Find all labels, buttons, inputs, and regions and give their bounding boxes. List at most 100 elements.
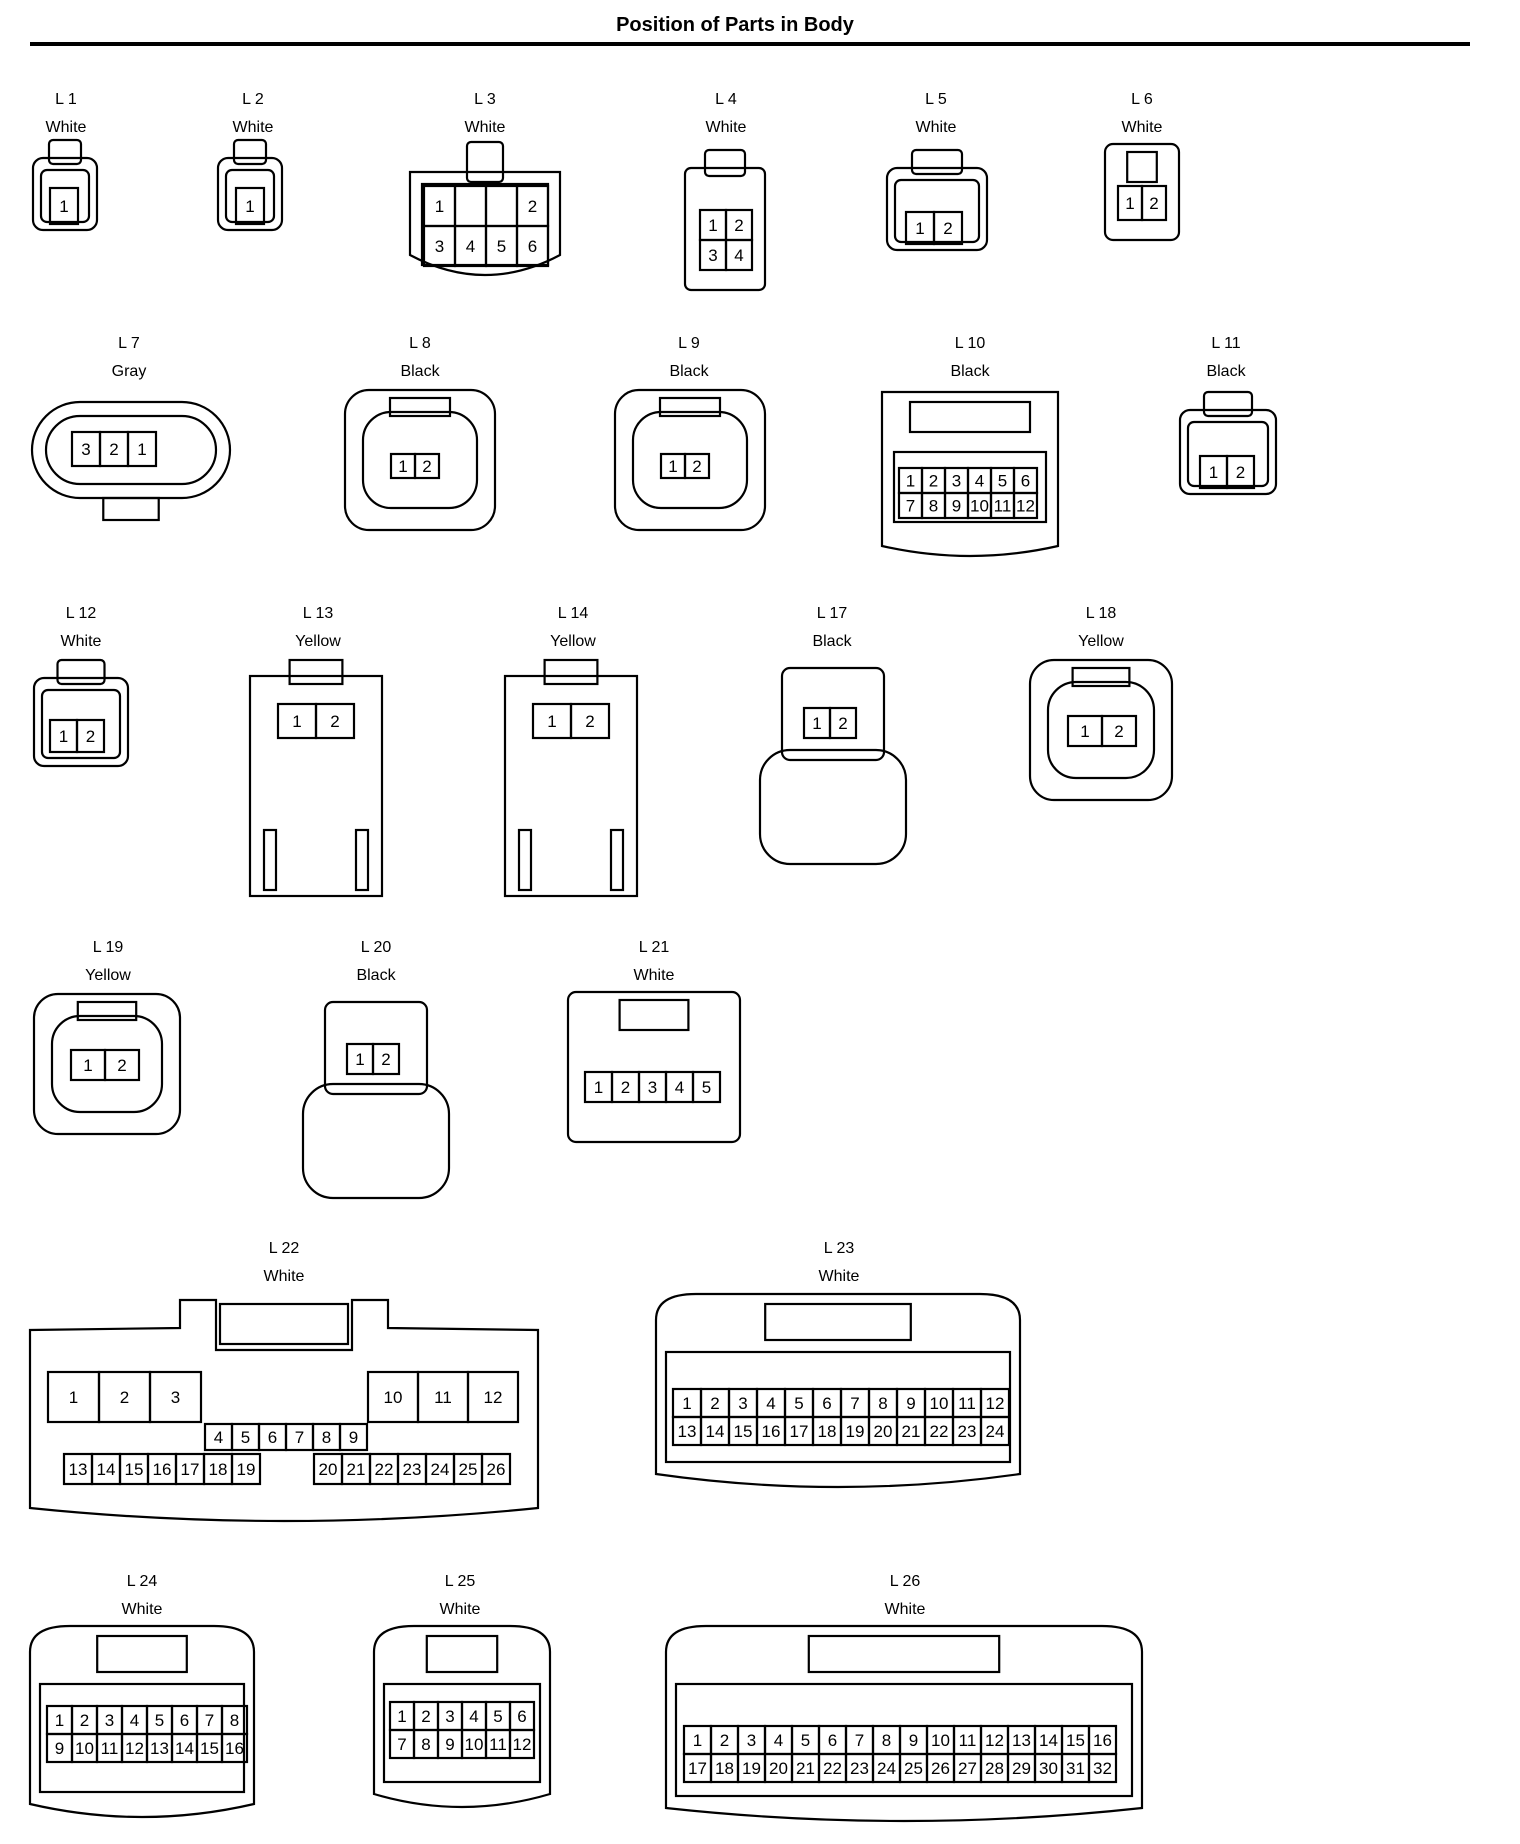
- connector-color-label: White: [465, 119, 506, 136]
- pin-label: 1: [55, 1711, 64, 1730]
- pin-cell-l7-1: [126, 430, 158, 468]
- pin-label: 23: [403, 1460, 422, 1479]
- pin-label: 4: [774, 1731, 783, 1750]
- pin-label: 2: [120, 1388, 129, 1407]
- connector-id-label: L 4: [715, 91, 737, 108]
- pin-label: 1: [69, 1388, 78, 1407]
- pin-label: 7: [855, 1731, 864, 1750]
- pin-label: 15: [1066, 1731, 1085, 1750]
- pin-label: 8: [421, 1735, 430, 1754]
- pin-label: 6: [828, 1731, 837, 1750]
- pin-label: 24: [431, 1460, 450, 1479]
- connector-color-label: Black: [356, 967, 396, 984]
- connector-color-label: Yellow: [1078, 633, 1124, 650]
- pin-cell-l11-2: [1225, 454, 1256, 490]
- connector-id-label: L 3: [474, 91, 496, 108]
- pin-cell-l5-2: [932, 210, 964, 246]
- pin-cell-l23-24: [979, 1415, 1011, 1447]
- pin-label: 16: [225, 1739, 244, 1758]
- pin-label: 2: [585, 712, 594, 731]
- pin-label: 2: [720, 1731, 729, 1750]
- pin-label: 1: [668, 457, 677, 476]
- pin-label: 29: [1012, 1759, 1031, 1778]
- pin-cell-l2-1: [234, 186, 266, 226]
- pin-cell-l8-2: [413, 452, 441, 480]
- pin-label: 16: [762, 1422, 781, 1441]
- pin-label: 11: [994, 497, 1012, 516]
- pin-label: 11: [959, 1731, 977, 1750]
- connector-id-label: L 7: [118, 335, 140, 352]
- pin-label: 10: [970, 497, 989, 516]
- pin-label: 4: [469, 1707, 478, 1726]
- connector-id-label: L 21: [639, 939, 670, 956]
- pin-label: 2: [943, 219, 952, 238]
- pin-cell-l3-6: [515, 224, 550, 268]
- pin-cell-l14-2: [569, 702, 611, 740]
- pin-label: 2: [330, 712, 339, 731]
- pin-label: 14: [706, 1422, 725, 1441]
- pin-label: 1: [693, 1731, 702, 1750]
- pin-label: 1: [397, 1707, 406, 1726]
- pin-label: 2: [1114, 722, 1123, 741]
- pin-label: 1: [708, 216, 717, 235]
- pin-cell-l9-2: [683, 452, 711, 480]
- pin-label: 6: [1021, 472, 1030, 491]
- pin-label: 6: [517, 1707, 526, 1726]
- pin-label: 3: [171, 1388, 180, 1407]
- pin-label: 2: [421, 1707, 430, 1726]
- pin-label: 11: [489, 1735, 507, 1754]
- pin-label: 2: [710, 1394, 719, 1413]
- pin-label: 28: [985, 1759, 1004, 1778]
- pin-label: 7: [205, 1711, 214, 1730]
- connector-id-label: L 9: [678, 335, 700, 352]
- pin-label: 24: [877, 1759, 896, 1778]
- pin-label: 1: [292, 712, 301, 731]
- pin-cell-l4-4: [724, 238, 754, 272]
- pin-label: 12: [985, 1731, 1004, 1750]
- pin-label: 3: [435, 237, 444, 256]
- connector-id-label: L 24: [127, 1573, 158, 1590]
- pin-label: 2: [929, 472, 938, 491]
- pin-label: 1: [435, 197, 444, 216]
- pin-label: 1: [547, 712, 556, 731]
- pin-label: 23: [850, 1759, 869, 1778]
- pin-label: 2: [109, 440, 118, 459]
- pin-label: 5: [794, 1394, 803, 1413]
- pin-label: 19: [237, 1460, 256, 1479]
- pin-label: 13: [1012, 1731, 1031, 1750]
- pin-cell-l10-12: [1012, 491, 1039, 520]
- connector-color-label: Black: [812, 633, 852, 650]
- pin-label: 18: [818, 1422, 837, 1441]
- connector-id-label: L 11: [1211, 335, 1240, 352]
- pin-label: 2: [422, 457, 431, 476]
- pin-cell-l19-2: [103, 1048, 141, 1082]
- connector-id-label: L 23: [824, 1240, 855, 1257]
- pin-label: 1: [812, 714, 821, 733]
- pin-cell-l13-2: [314, 702, 356, 740]
- pin-label: 22: [375, 1460, 394, 1479]
- pin-cell-l21-5: [691, 1070, 722, 1104]
- pin-label: 15: [734, 1422, 753, 1441]
- pin-label: 3: [708, 246, 717, 265]
- pin-label: 1: [83, 1056, 92, 1075]
- pin-label: 1: [245, 197, 254, 216]
- pin-label: 21: [347, 1460, 366, 1479]
- pin-label: 26: [487, 1460, 506, 1479]
- connector-color-label: White: [61, 633, 102, 650]
- connector-color-label: Yellow: [295, 633, 341, 650]
- pin-label: 19: [846, 1422, 865, 1441]
- pin-label: 13: [150, 1739, 169, 1758]
- pin-label: 1: [682, 1394, 691, 1413]
- pin-cell-l22-3: [148, 1370, 203, 1424]
- pin-label: 4: [214, 1428, 223, 1447]
- pin-label: 12: [484, 1388, 503, 1407]
- pin-label: 8: [878, 1394, 887, 1413]
- connector-id-label: L 25: [445, 1573, 476, 1590]
